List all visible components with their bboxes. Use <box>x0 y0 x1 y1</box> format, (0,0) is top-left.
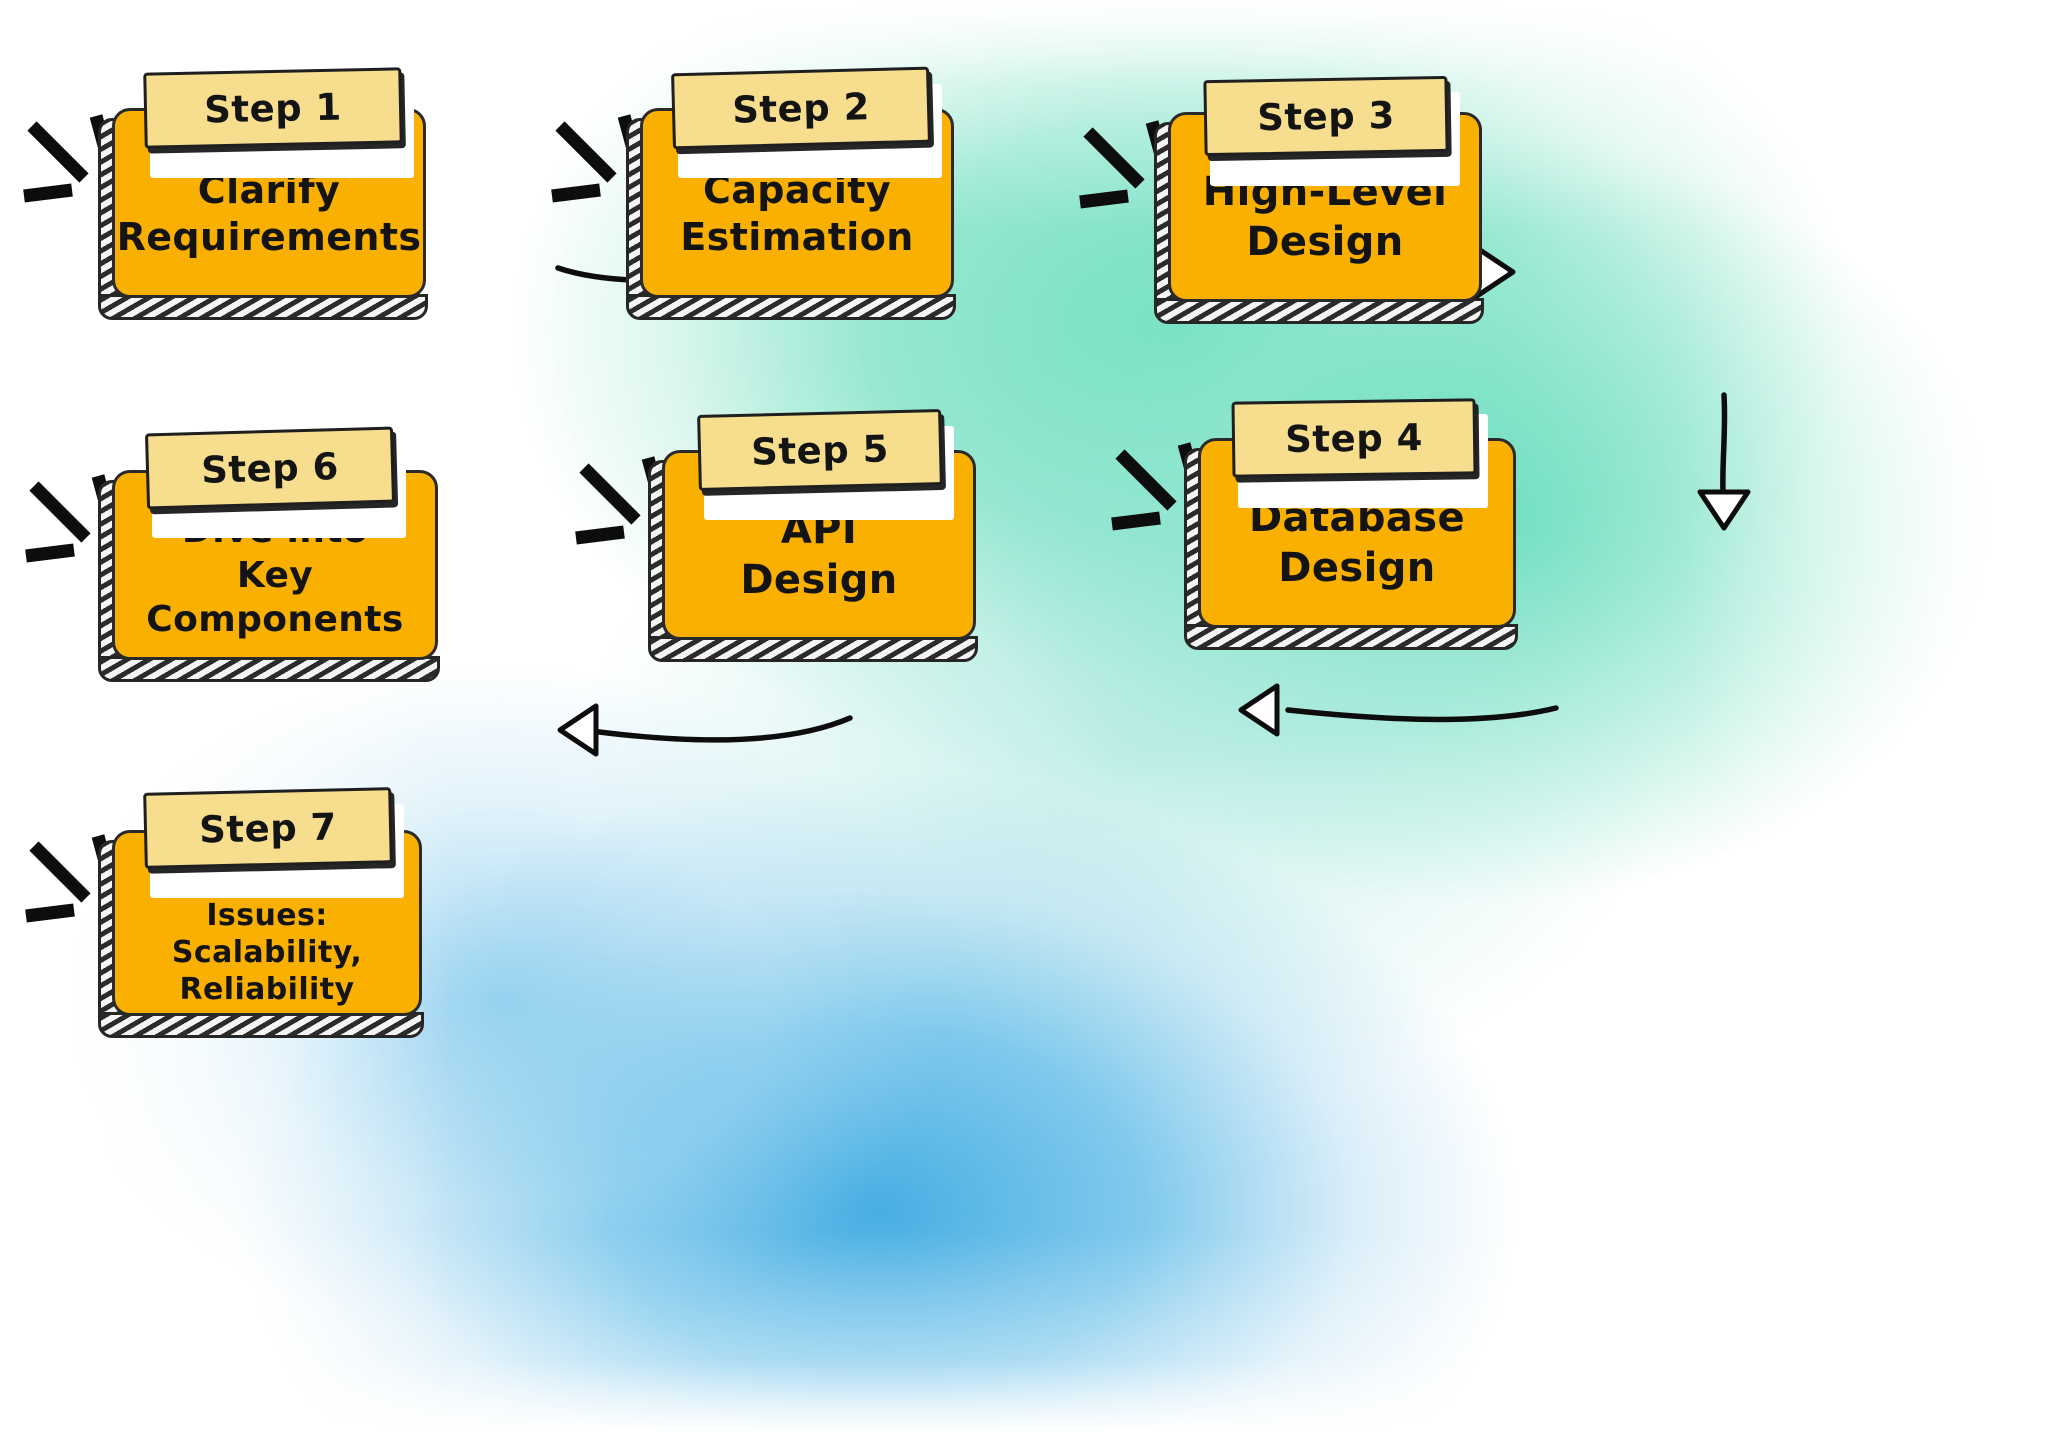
step-label-step6: Step 6 <box>144 426 406 538</box>
label-text-step5: Step 5 <box>750 426 890 474</box>
node-step1[interactable]: Clarify Requirements Step 1 <box>98 67 428 320</box>
label-note-step3: Step 3 <box>1203 75 1449 157</box>
step-label-step1: Step 1 <box>143 67 414 178</box>
card-text-step1: Clarify Requirements <box>116 167 422 259</box>
step-label-step5: Step 5 <box>697 409 954 520</box>
node-step5[interactable]: API Design Step 5 <box>648 409 978 662</box>
node-step2[interactable]: Capacity Estimation Step 2 <box>626 66 956 320</box>
step-label-step4: Step 4 <box>1231 398 1488 508</box>
label-text-step6: Step 6 <box>200 444 340 492</box>
card-text-step4: Database Design <box>1248 495 1466 591</box>
label-note-step7: Step 7 <box>143 787 393 869</box>
label-note-step2: Step 2 <box>671 66 931 150</box>
step-label-step3: Step 3 <box>1203 75 1460 186</box>
step-label-step2: Step 2 <box>671 66 942 178</box>
label-text-step2: Step 2 <box>731 84 871 132</box>
label-note-step6: Step 6 <box>144 426 396 510</box>
node-step4[interactable]: Database Design Step 4 <box>1184 398 1518 650</box>
step-label-step7: Step 7 <box>143 787 404 898</box>
card-text-step5: API Design <box>740 507 898 603</box>
label-text-step4: Step 4 <box>1284 415 1424 461</box>
label-note-step1: Step 1 <box>143 67 403 149</box>
node-step7[interactable]: Address Key Issues: Scalability, Reliabi… <box>98 787 424 1038</box>
label-text-step1: Step 1 <box>203 85 343 131</box>
label-text-step7: Step 7 <box>198 804 338 852</box>
label-note-step4: Step 4 <box>1231 398 1477 478</box>
label-text-step3: Step 3 <box>1256 93 1396 139</box>
card-text-step2: Capacity Estimation <box>680 167 914 259</box>
label-note-step5: Step 5 <box>697 409 943 491</box>
card-shadow-bottom <box>1154 298 1484 324</box>
